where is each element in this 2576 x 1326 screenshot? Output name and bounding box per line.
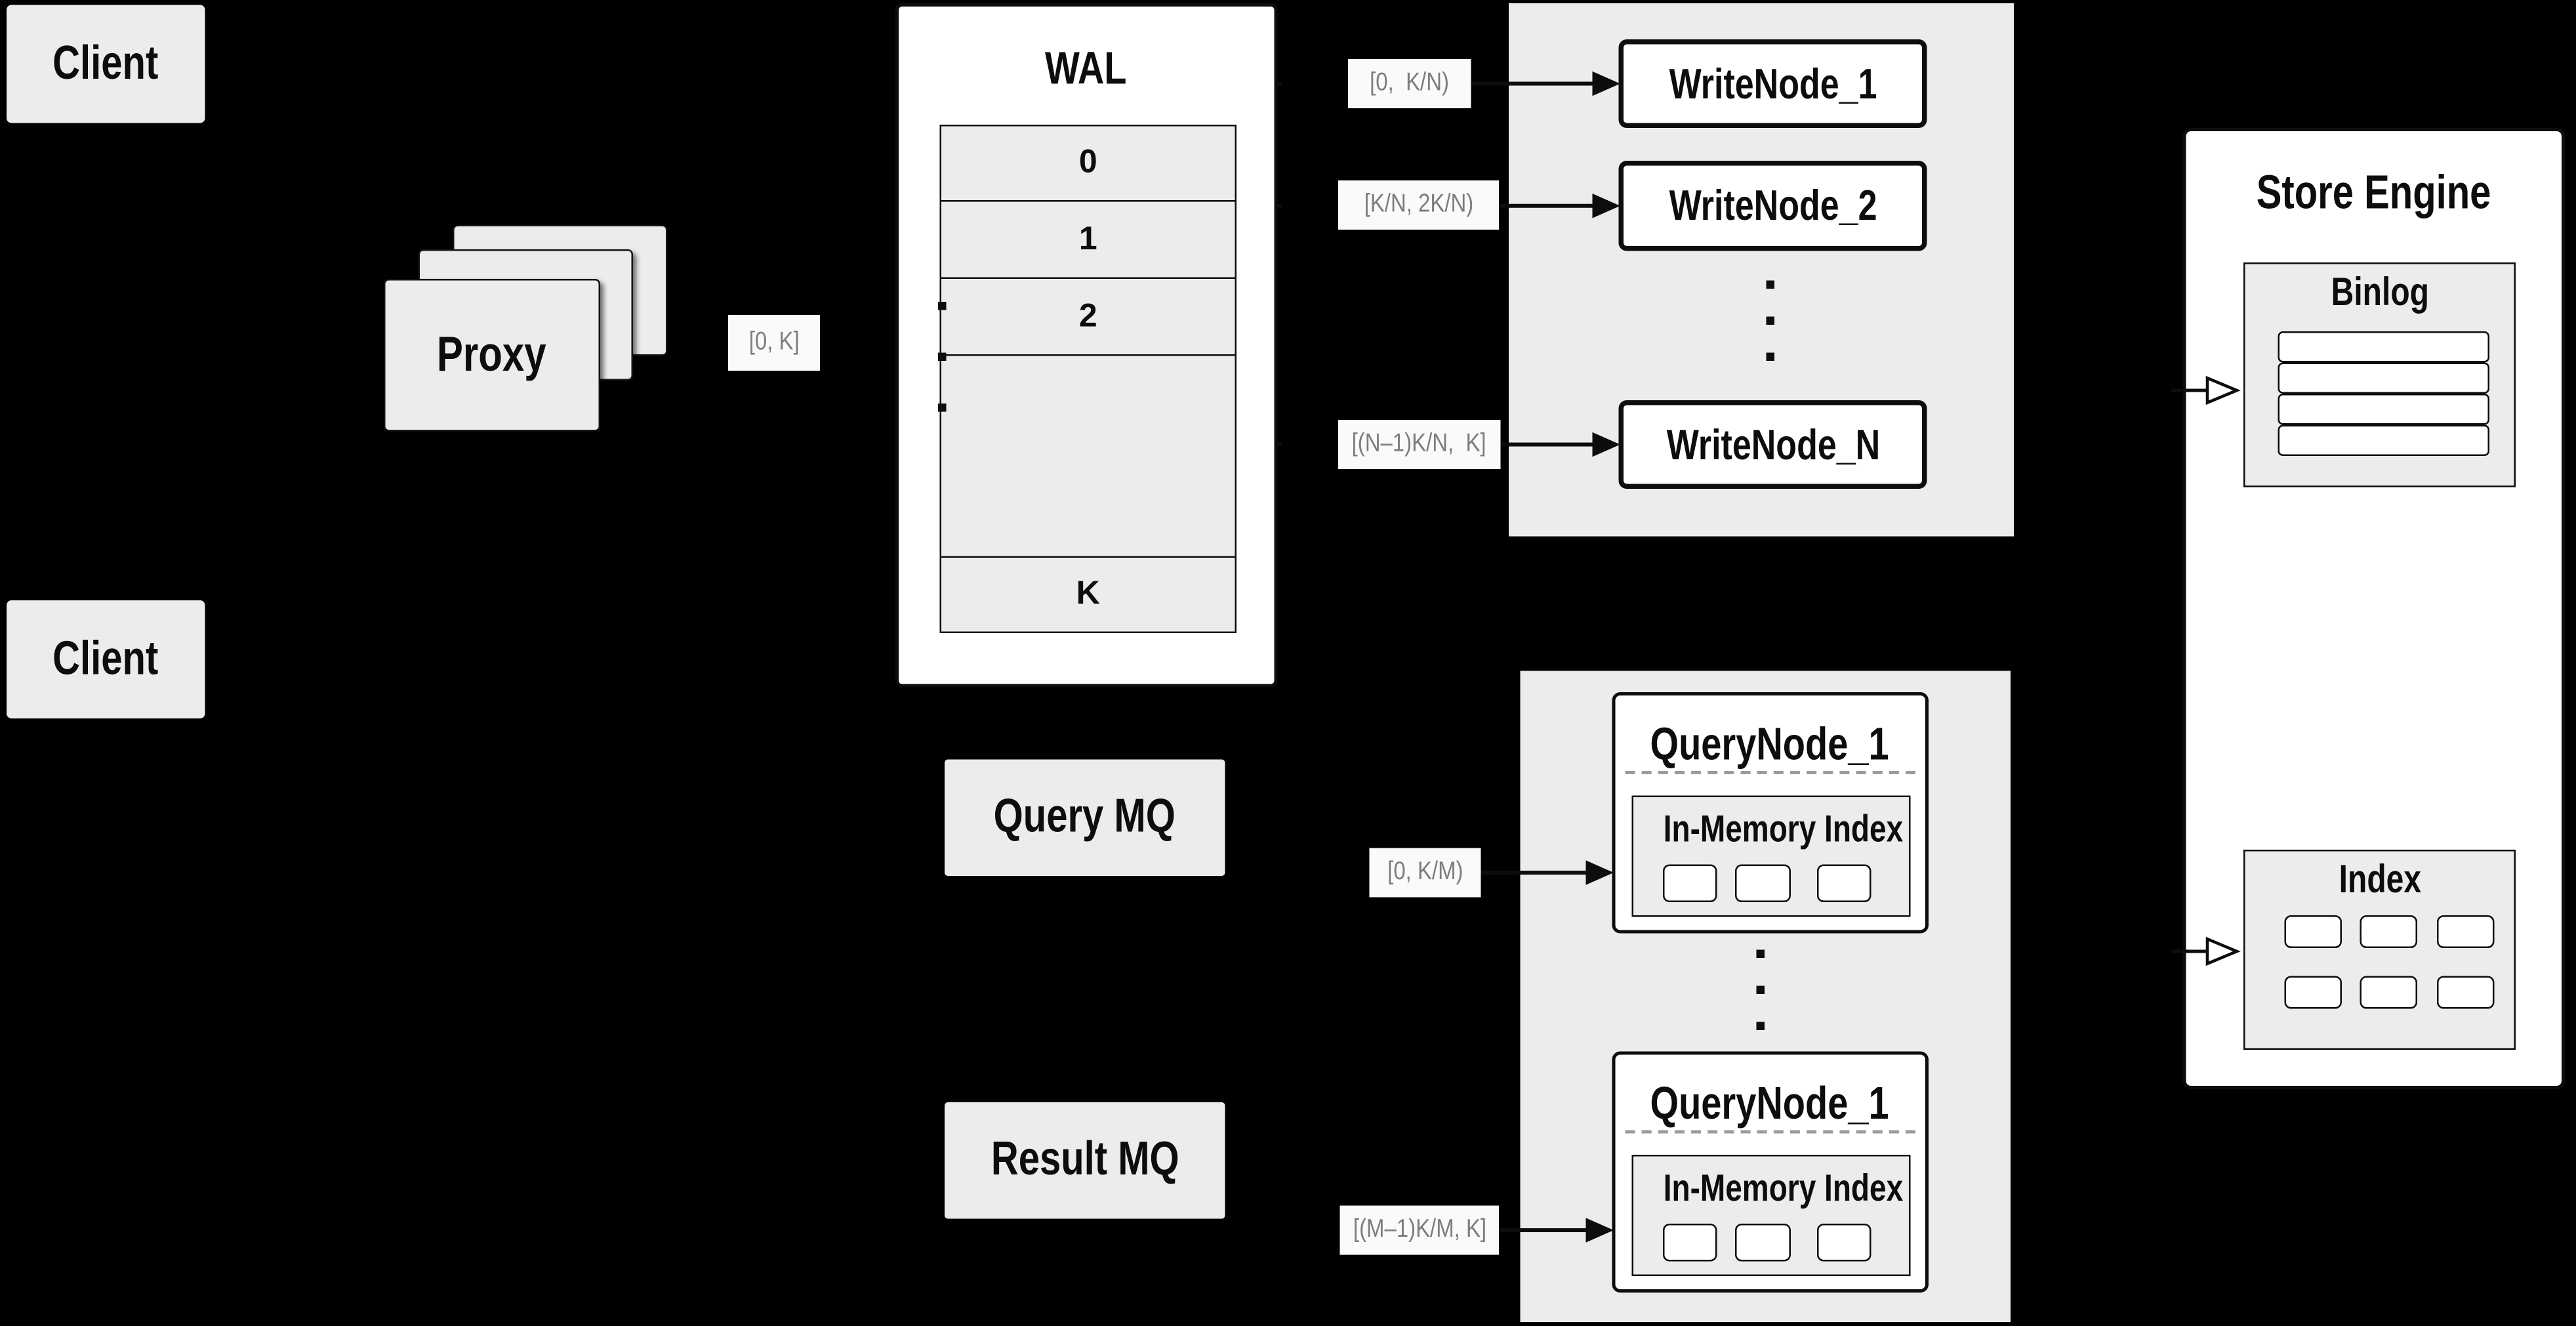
binlog-row (2278, 362, 2489, 394)
client-box-top: Client (7, 5, 205, 123)
client-box-bottom: Client (7, 600, 205, 718)
client-bottom-label: Client (52, 632, 159, 685)
index-segment-cell (1735, 864, 1791, 902)
result-mq-label: Result MQ (991, 1133, 1179, 1186)
index-segment-cell (1735, 1224, 1791, 1262)
wal-segment-ellipsis-cell (938, 302, 1235, 558)
write-node-n: WriteNode_N (1618, 400, 1927, 489)
binlog-row (2278, 425, 2489, 456)
wal-segment-table: 0 1 2 K (938, 125, 1237, 633)
index-cell (2284, 915, 2342, 948)
range-label-query-m: [(M–1)K/M, K] (1339, 1205, 1499, 1255)
range-label-write-1: [0, K/N) (1348, 59, 1471, 108)
in-memory-index-2-title: In-Memory Index (1663, 1166, 1904, 1209)
wal-segment-1: 1 (941, 202, 1235, 279)
client-top-label: Client (52, 37, 159, 90)
index-segment-cell (1663, 864, 1717, 902)
query-mq-box: Query MQ (945, 759, 1225, 876)
wal-title: WAL (1046, 43, 1128, 94)
range-label-write-n: [(N–1)K/N, K] (1338, 420, 1501, 469)
index-segment-cell (1817, 1224, 1871, 1262)
write-node-1: WriteNode_1 (1618, 39, 1927, 128)
query-node-2-divider (1625, 1130, 1915, 1134)
index-title: Index (2338, 858, 2421, 903)
index-segment-cell (1817, 864, 1871, 902)
query-mq-label: Query MQ (994, 791, 1176, 843)
binlog-row (2278, 331, 2489, 363)
index-cell (2284, 976, 2342, 1009)
wal-segment-k: K (1076, 575, 1100, 612)
index-segment-cell (1663, 1224, 1717, 1262)
wal-segment-2: 2 (941, 279, 1235, 356)
binlog-title: Binlog (2330, 270, 2429, 316)
store-engine-title: Store Engine (2256, 167, 2491, 220)
range-label-proxy-out: [0, K] (728, 315, 820, 371)
binlog-row (2278, 394, 2489, 425)
in-memory-index-1-title: In-Memory Index (1663, 807, 1904, 850)
proxy-label: Proxy (437, 327, 547, 382)
index-cell (2437, 976, 2495, 1009)
index-cell (2360, 976, 2417, 1009)
query-node-1-divider (1625, 771, 1915, 774)
query-node-1-title: QueryNode_1 (1650, 718, 1890, 770)
index-cell (2360, 915, 2417, 948)
index-cell (2437, 915, 2495, 948)
write-node-2: WriteNode_2 (1618, 161, 1927, 251)
index-box: Index (2243, 850, 2516, 1050)
wal-segment-0: 0 (941, 127, 1235, 202)
query-node-2-title: QueryNode_1 (1650, 1077, 1890, 1129)
proxy-card-front: Proxy (384, 279, 600, 432)
result-mq-box: Result MQ (945, 1102, 1225, 1219)
range-label-write-2: [K/N, 2K/N) (1338, 180, 1499, 230)
range-label-query-1: [0, K/M) (1369, 848, 1481, 898)
